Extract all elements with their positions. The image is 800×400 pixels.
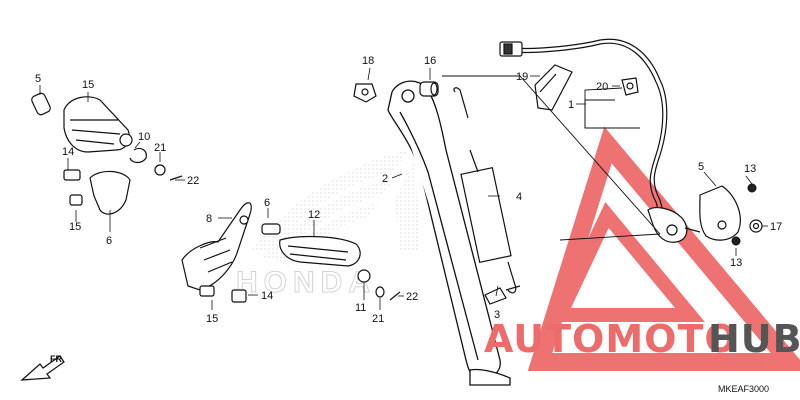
part-20-grommet bbox=[621, 77, 639, 96]
automotohub-watermark: AUTOMOTO HUB bbox=[484, 317, 800, 361]
callout-20: 20 bbox=[596, 81, 608, 93]
callout-11: 15 bbox=[82, 79, 94, 91]
callout-16: 16 bbox=[424, 55, 436, 67]
front-arrow-icon bbox=[20, 355, 65, 381]
callout-2: 2 bbox=[382, 173, 388, 185]
part-4-stand-spring bbox=[453, 87, 517, 294]
callout-7: 6 bbox=[106, 235, 112, 247]
callout-18: 18 bbox=[362, 55, 374, 67]
watermark-hub: HUB bbox=[708, 317, 800, 361]
callout-3: 3 bbox=[494, 309, 500, 321]
part-17-nut bbox=[749, 219, 763, 233]
callout-13: 13 bbox=[744, 163, 756, 175]
assembly-reference-lines bbox=[442, 75, 661, 241]
callout-15b: 15 bbox=[206, 313, 218, 325]
callout-19: 19 bbox=[516, 71, 528, 83]
watermark-triangle bbox=[527, 126, 800, 371]
callout-8: 8 bbox=[206, 213, 212, 225]
direction-label: FR. bbox=[50, 354, 65, 364]
callout-numbers: 5 15 10 21 22 14 15 6 8 6 12 14 15 11 21… bbox=[35, 55, 782, 325]
front-direction-indicator: FR. bbox=[20, 354, 65, 381]
callout-leaders bbox=[39, 67, 768, 310]
callout-5: 5 bbox=[698, 161, 704, 173]
callout-1: 1 bbox=[568, 99, 574, 111]
callout-21b: 21 bbox=[372, 313, 384, 325]
callout-6: 5 bbox=[35, 73, 41, 85]
honda-logo-text: HONDA bbox=[236, 266, 376, 299]
callout-22b: 22 bbox=[406, 291, 418, 303]
callout-15: 15 bbox=[69, 221, 81, 233]
callout-10: 11 bbox=[355, 302, 366, 314]
part-19-cable-clip bbox=[534, 64, 573, 111]
watermark-automoto: AUTOMOTO bbox=[484, 317, 738, 361]
right-footpeg-assembly bbox=[31, 92, 183, 215]
callout-14b: 14 bbox=[261, 290, 273, 302]
callout-17: 17 bbox=[770, 221, 782, 233]
side-stand-switch-harness bbox=[499, 38, 701, 243]
part-3-pin bbox=[484, 285, 521, 305]
callout-4: 4 bbox=[516, 191, 522, 203]
callout-22: 22 bbox=[187, 175, 199, 187]
callout-21: 21 bbox=[154, 142, 166, 154]
callout-9: 10 bbox=[138, 131, 150, 143]
part-16-collar bbox=[419, 81, 439, 97]
left-footpeg-assembly bbox=[181, 202, 401, 303]
part-5-switch-bracket bbox=[699, 185, 741, 241]
diagram-code: MKEAF3000 bbox=[718, 384, 769, 394]
callout-13b: 13 bbox=[730, 257, 742, 269]
callout-12: 12 bbox=[308, 209, 320, 221]
part-18-nut bbox=[353, 83, 377, 103]
callout-6b: 6 bbox=[264, 197, 270, 209]
callout-14: 14 bbox=[62, 146, 74, 158]
